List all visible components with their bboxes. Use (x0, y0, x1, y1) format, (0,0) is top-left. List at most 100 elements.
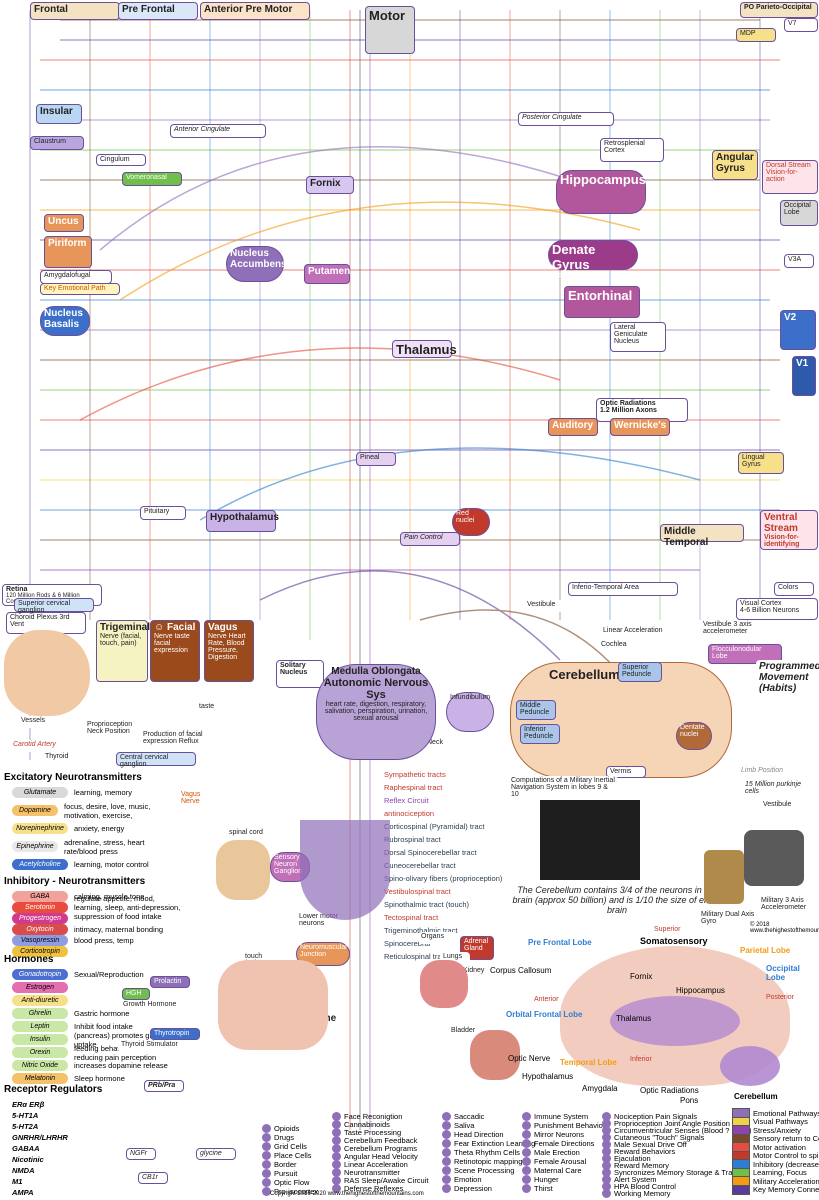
thalamus-label-2: Thalamus (616, 1014, 652, 1023)
legend-item: Taste Processing (332, 1128, 401, 1137)
legend-item: Circumventricular Senses (Blood ? Brain) (602, 1126, 752, 1135)
legend-label: Emotion (454, 1175, 482, 1184)
frontal-region: Frontal (30, 2, 120, 20)
pituitary-label: Pituitary (144, 508, 170, 515)
uncus-label: Uncus (48, 216, 79, 227)
v2-label: V2 (784, 312, 797, 323)
hormone-desc: Inhibit food intake (74, 1022, 133, 1031)
legend-item: Saccadic (442, 1112, 484, 1121)
legend-item: Defense Reflexes (332, 1184, 403, 1193)
legend-item: Maternal Care (522, 1166, 582, 1175)
linear-accel-box: Linear Acceleration (600, 626, 680, 638)
parietal-lobe-label: Parietal Lobe (740, 946, 791, 955)
tract-label: Spinothalmic tract (touch) (384, 900, 470, 909)
inferio-temporal-region: Inferio-Temporal Area (568, 582, 678, 596)
cerebellum-title-box: Cerebellum (546, 666, 620, 686)
posterior-cingulate-label: Posterior Cingulate (522, 114, 582, 121)
legend-label: Mirror Neurons (534, 1130, 585, 1139)
legend-label: Female Arousal (534, 1157, 587, 1166)
retrosplenial-region: Retrosplenial Cortex (600, 138, 664, 162)
cut-icon (602, 1133, 611, 1142)
limb-position-label: Limb Position (741, 767, 784, 774)
auditory-label: Auditory (552, 420, 594, 431)
optic-radiations-label-2: Optic Radiations (640, 1086, 699, 1095)
thalamus-region: Thalamus (392, 340, 457, 358)
programmed-movement-label: Programmed Movement (Habits) (759, 661, 819, 694)
legend-label: Cerebellum Feedback (344, 1136, 418, 1145)
vestibule-accel-label: Vestibule 3 axis accelerometer (703, 621, 752, 635)
legend-label: HPA Blood Control (614, 1182, 676, 1191)
legend-item: Cutaneous "Touch" Signals (602, 1133, 704, 1142)
lungs-label: Lungs (443, 953, 463, 960)
male-icon (522, 1148, 531, 1157)
nucleus-basalis-label: Nucleus Basalis (44, 308, 83, 330)
vessels-label-box: Vessels (18, 716, 58, 728)
retina-label: Retina (6, 586, 28, 593)
ngfr-box: NGFr (126, 1148, 156, 1160)
legend-item: Reward Memory (602, 1161, 669, 1170)
pain-control-label: Pain Control (404, 534, 443, 541)
hormone-row: Insulin(pancreas) promotes glucose uptak… (12, 1030, 184, 1049)
retrosplenial-label: Retrosplenial Cortex (604, 140, 645, 154)
legend-label: Stress/Anxiety (753, 1125, 801, 1135)
occipital-lobe-label-2: Occipital Lobe (766, 964, 800, 982)
inhibitory-pill: Progestrogen (12, 913, 68, 924)
central-cervical-label: Central cervical ganglion (120, 754, 169, 768)
frontal-label: Frontal (34, 4, 68, 15)
uncus-region: Uncus (44, 214, 84, 232)
medulla-oblongata: Medulla Oblongata Autonomic Nervous Sys … (316, 664, 436, 760)
tract-label: Sympathetic tracts (384, 770, 446, 779)
legend-label: Nociception Pain Signals (614, 1112, 697, 1121)
pursuit-icon (262, 1169, 271, 1178)
growth-hormone-label: Growth Hormone (123, 1001, 177, 1008)
programmed-movement-box: Programmed Movement (Habits) (756, 660, 819, 696)
vestibule-accel-box: Vestibule 3 axis accelerometer (700, 620, 782, 642)
kidney-label-box: Kidney (460, 966, 494, 978)
angular-gyrus-label: Angular Gyrus (716, 152, 754, 174)
nucleus-basalis-region: Nucleus Basalis (40, 306, 90, 336)
legend-item: Alert System (602, 1175, 657, 1184)
vagus-label: Vagus (208, 622, 238, 633)
fem-icon (522, 1157, 531, 1166)
legend-item: Punishment Behaviors (522, 1121, 609, 1130)
thyroid-stim-label: Thyroid Stimulator (121, 1041, 178, 1048)
legend-item: Syncronizes Memory Storage & Trans (602, 1168, 740, 1177)
alert-icon (602, 1175, 611, 1184)
medulla-title: Medulla Oblongata (331, 666, 421, 677)
pons-label: Pons (680, 1096, 699, 1105)
legend-label: Syncronizes Memory Storage & Trans (614, 1168, 741, 1177)
legend-label: Taste Processing (344, 1128, 402, 1137)
v2-region: V2 (780, 310, 816, 350)
vagus-nerve-label: Vagus Nerve (181, 791, 201, 805)
theta-icon (442, 1148, 451, 1157)
wm-icon (602, 1189, 611, 1198)
tract-label: Trigeminothalmic tract (384, 926, 458, 935)
receptors-title: Receptor Regulators (4, 1084, 103, 1095)
putamen-label: Putamen (308, 266, 351, 277)
legend-item: Angular Head Velocity (332, 1152, 418, 1161)
legend-item: Saliva (442, 1121, 474, 1130)
legend-label: Cutaneous "Touch" Signals (614, 1133, 705, 1142)
dorsal-stream-label: Dorsal Stream (766, 162, 811, 169)
legend-item: Cannabinoids (332, 1120, 390, 1129)
bladder-label: Bladder (451, 1027, 476, 1034)
vision-for-action-label: Vision-for-action (766, 169, 798, 183)
facial-sub: Nerve taste facial expression (154, 633, 190, 654)
legend-label: Ejaculation (614, 1154, 651, 1163)
tract-label: Cuneocerebellar tract (384, 861, 456, 870)
hormone-desc: (pancreas) promotes glucose uptake (74, 1030, 172, 1049)
claustrum-label: Claustrum (34, 138, 66, 145)
motor-region: Motor (365, 6, 415, 54)
thyrotropin-box: Thyrotropin (150, 1028, 200, 1040)
legend-item: RAS Sleep/Awake Circuit (332, 1176, 428, 1185)
hormone-row: Estrogen (12, 981, 74, 994)
legend-label: Place Cells (274, 1151, 312, 1160)
